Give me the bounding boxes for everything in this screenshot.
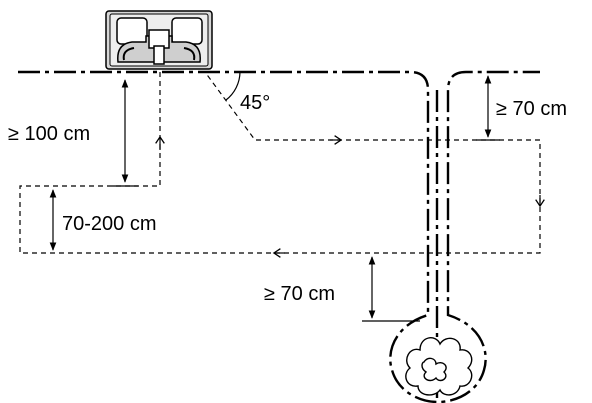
- label-min-100: ≥ 100 cm: [8, 123, 90, 145]
- charging-station-icon: [105, 10, 213, 70]
- label-angle-45: 45°: [240, 92, 270, 114]
- label-min-70-bottom: ≥ 70 cm: [264, 283, 335, 305]
- angle-arc: [225, 71, 241, 101]
- label-min-70-right: ≥ 70 cm: [496, 98, 567, 120]
- bush-icon: [405, 337, 473, 396]
- dimension-lines: [49, 75, 500, 322]
- label-range-70-200: 70-200 cm: [62, 213, 157, 235]
- direction-arrows: [155, 135, 545, 258]
